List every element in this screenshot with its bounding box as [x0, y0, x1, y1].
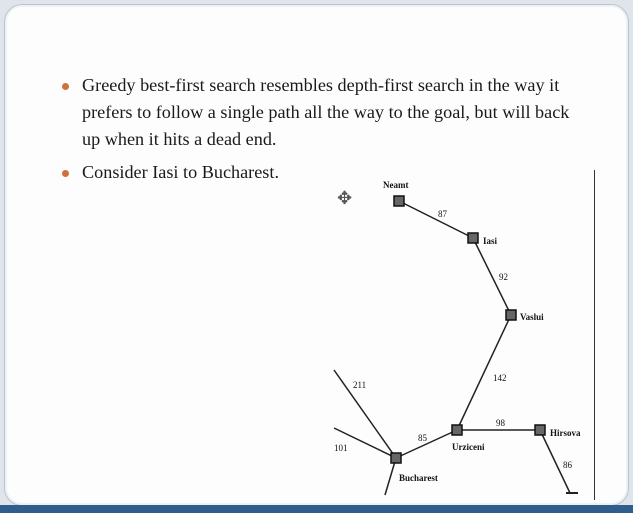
edge-vaslui-urziceni [456, 314, 512, 431]
label-hirsova: Hirsova [550, 428, 581, 438]
label-neamt: Neamt [383, 180, 409, 190]
dist-urziceni-bucharest: 85 [418, 433, 428, 443]
dist-hirsova-eforie: 86 [563, 460, 573, 470]
edge-bucharest-down [384, 457, 397, 496]
node-vaslui [505, 309, 517, 321]
divider-line [594, 170, 595, 500]
node-bucharest [390, 452, 402, 464]
move-cursor-icon: ✥ [337, 188, 353, 209]
dist-iasi-vaslui: 92 [499, 272, 508, 282]
bullet-text: Consider Iasi to Bucharest. [82, 162, 279, 182]
bullet-dot-icon [62, 83, 69, 90]
dist-bucharest-up: 211 [353, 380, 366, 390]
bullet-list: Greedy best-first search resembles depth… [60, 72, 580, 192]
label-urziceni: Urziceni [452, 442, 485, 452]
edge-hirsova-eforie [539, 429, 571, 494]
dist-urziceni-hirsova: 98 [496, 418, 506, 428]
bullet-text: Greedy best-first search resembles depth… [82, 75, 570, 149]
dist-vaslui-urziceni: 142 [493, 373, 507, 383]
label-bucharest: Bucharest [399, 473, 438, 483]
edge-bucharest-left [333, 427, 397, 459]
edge-iasi-vaslui [472, 237, 512, 316]
node-iasi [467, 232, 479, 244]
slide-canvas [4, 4, 629, 506]
node-neamt [393, 195, 405, 207]
node-hirsova [534, 424, 546, 436]
bullet-item: Greedy best-first search resembles depth… [60, 72, 580, 153]
label-vaslui: Vaslui [520, 312, 544, 322]
dist-bucharest-left: 101 [334, 443, 348, 453]
dist-neamt-iasi: 87 [438, 209, 448, 219]
edge-bucharest-up [333, 369, 397, 459]
bullet-item: Consider Iasi to Bucharest. [60, 159, 580, 186]
edge-urziceni-bucharest [395, 429, 458, 459]
bullet-dot-icon [62, 170, 69, 177]
label-iasi: Iasi [483, 236, 498, 246]
edge-neamt-iasi [398, 200, 474, 239]
node-urziceni [451, 424, 463, 436]
bottom-bar [0, 505, 633, 513]
